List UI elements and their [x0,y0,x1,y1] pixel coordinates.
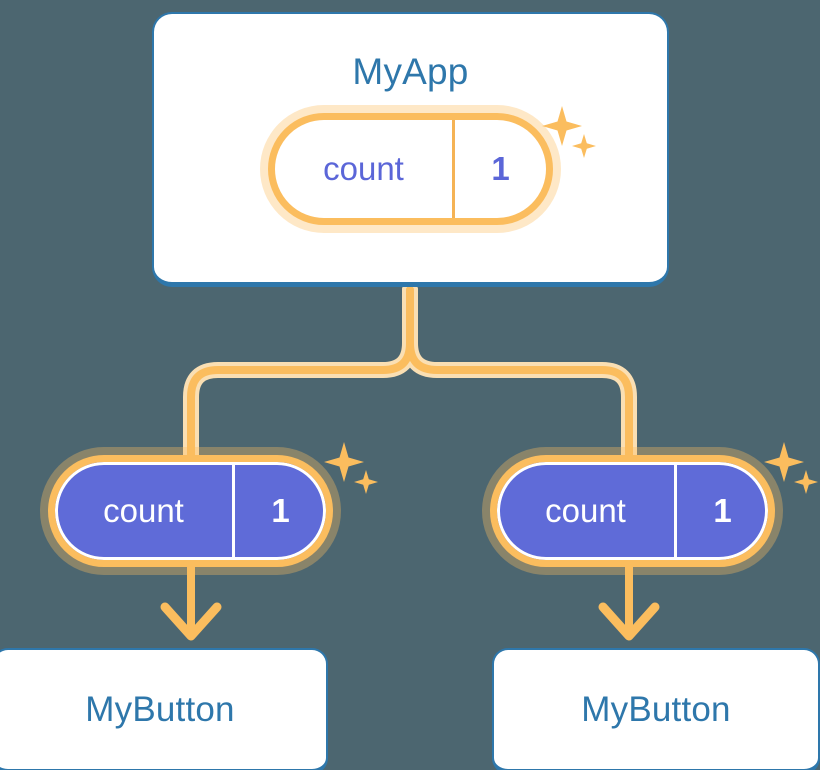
leaf-component-card-right[interactable]: MyButton [492,648,820,770]
arrow-down-icon-right [598,567,660,641]
state-key-label: count [497,462,677,560]
leaf-component-label: MyButton [85,689,235,729]
state-key-label: count [275,120,455,218]
leaf-component-label: MyButton [581,689,731,729]
arrow-down-icon-left [160,567,222,641]
state-value-label: 1 [491,150,510,187]
leaf-component-card-left[interactable]: MyButton [0,648,328,770]
state-key-label: count [55,462,235,560]
state-value-label: 1 [713,492,732,529]
state-pill-root[interactable]: count 1 [268,113,553,225]
state-pill-child-left[interactable]: count 1 [48,455,333,567]
page-title: MyApp [352,51,469,92]
state-value-label: 1 [271,492,290,529]
state-pill-child-right[interactable]: count 1 [490,455,775,567]
root-component-card[interactable]: MyApp [152,12,669,287]
